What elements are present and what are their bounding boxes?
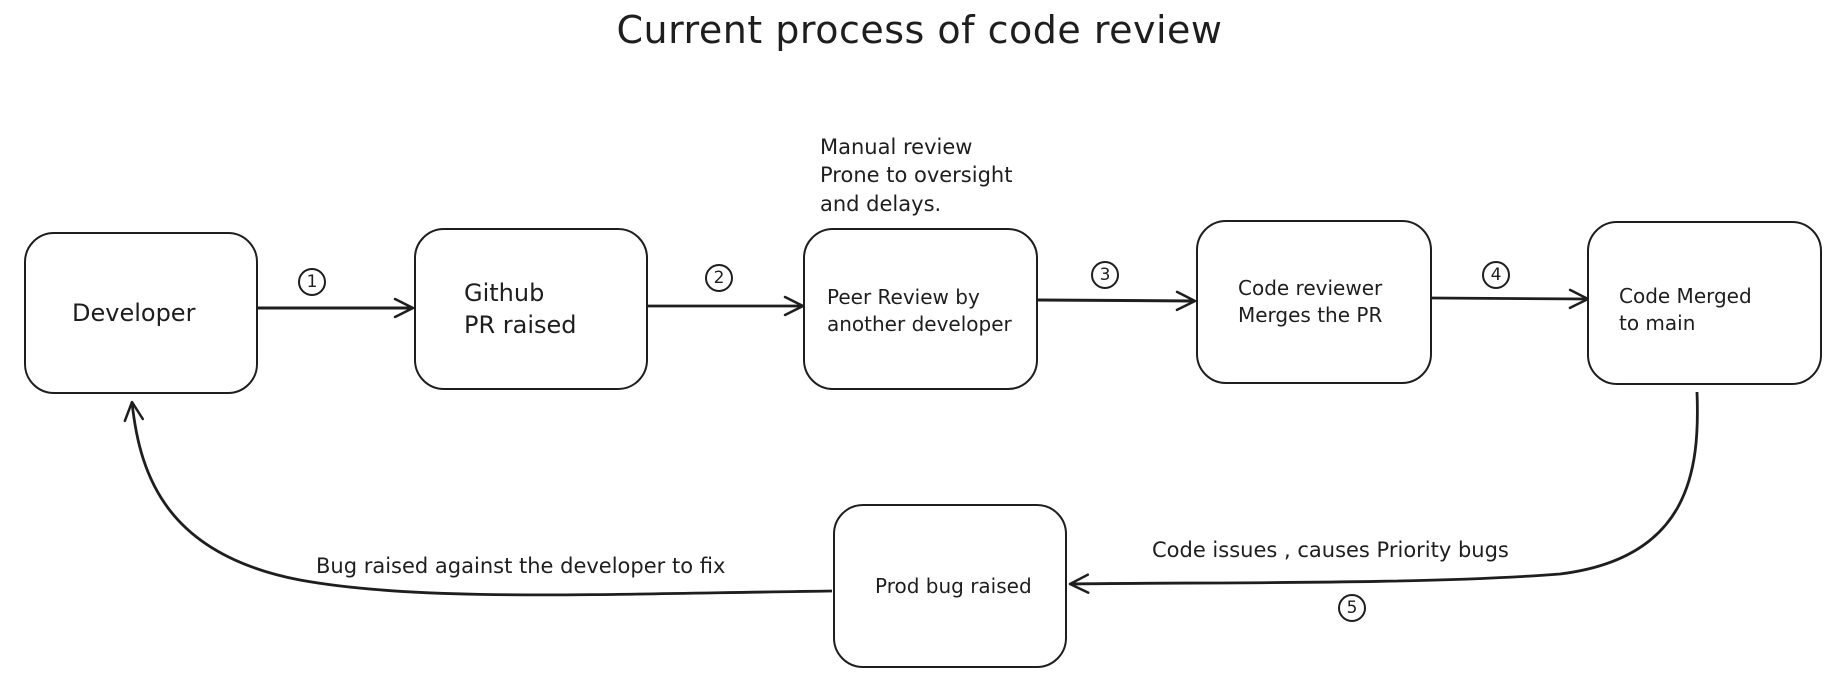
code-reviewer-node: Code reviewer Merges the PR bbox=[1196, 220, 1432, 384]
code-merged-node: Code Merged to main bbox=[1587, 221, 1822, 385]
code-reviewer-node-label: Code reviewer Merges the PR bbox=[1238, 276, 1383, 327]
bug-to-developer-label: Bug raised against the developer to fix bbox=[316, 554, 726, 578]
arrow-merged-to-prod-bug bbox=[1068, 391, 1699, 594]
github-pr-node-label: Github PR raised bbox=[464, 278, 577, 339]
step-3-marker: 3 bbox=[1091, 261, 1119, 289]
arrow-prod-bug-to-developer bbox=[123, 400, 833, 597]
step-1-marker: 1 bbox=[298, 268, 326, 296]
peer-review-node-label: Peer Review by another developer bbox=[827, 285, 1012, 336]
step-2-marker: 2 bbox=[705, 264, 733, 292]
step-5-marker: 5 bbox=[1338, 594, 1366, 622]
arrow-peer-review-to-reviewer bbox=[1037, 290, 1197, 312]
developer-node-label: Developer bbox=[72, 298, 196, 327]
developer-node: Developer bbox=[24, 232, 258, 394]
arrow-reviewer-to-merged bbox=[1431, 288, 1590, 310]
github-pr-node: Github PR raised bbox=[414, 228, 648, 390]
peer-review-node: Peer Review by another developer bbox=[803, 228, 1038, 390]
merged-to-bug-label: Code issues , causes Priority bugs bbox=[1152, 538, 1509, 562]
diagram-title: Current process of code review bbox=[616, 8, 1223, 52]
prod-bug-node: Prod bug raised bbox=[833, 504, 1067, 668]
prod-bug-node-label: Prod bug raised bbox=[875, 573, 1032, 598]
code-merged-node-label: Code Merged to main bbox=[1619, 284, 1752, 335]
peer-review-annotation: Manual review Prone to oversight and del… bbox=[820, 135, 1013, 216]
step-4-marker: 4 bbox=[1482, 261, 1510, 289]
